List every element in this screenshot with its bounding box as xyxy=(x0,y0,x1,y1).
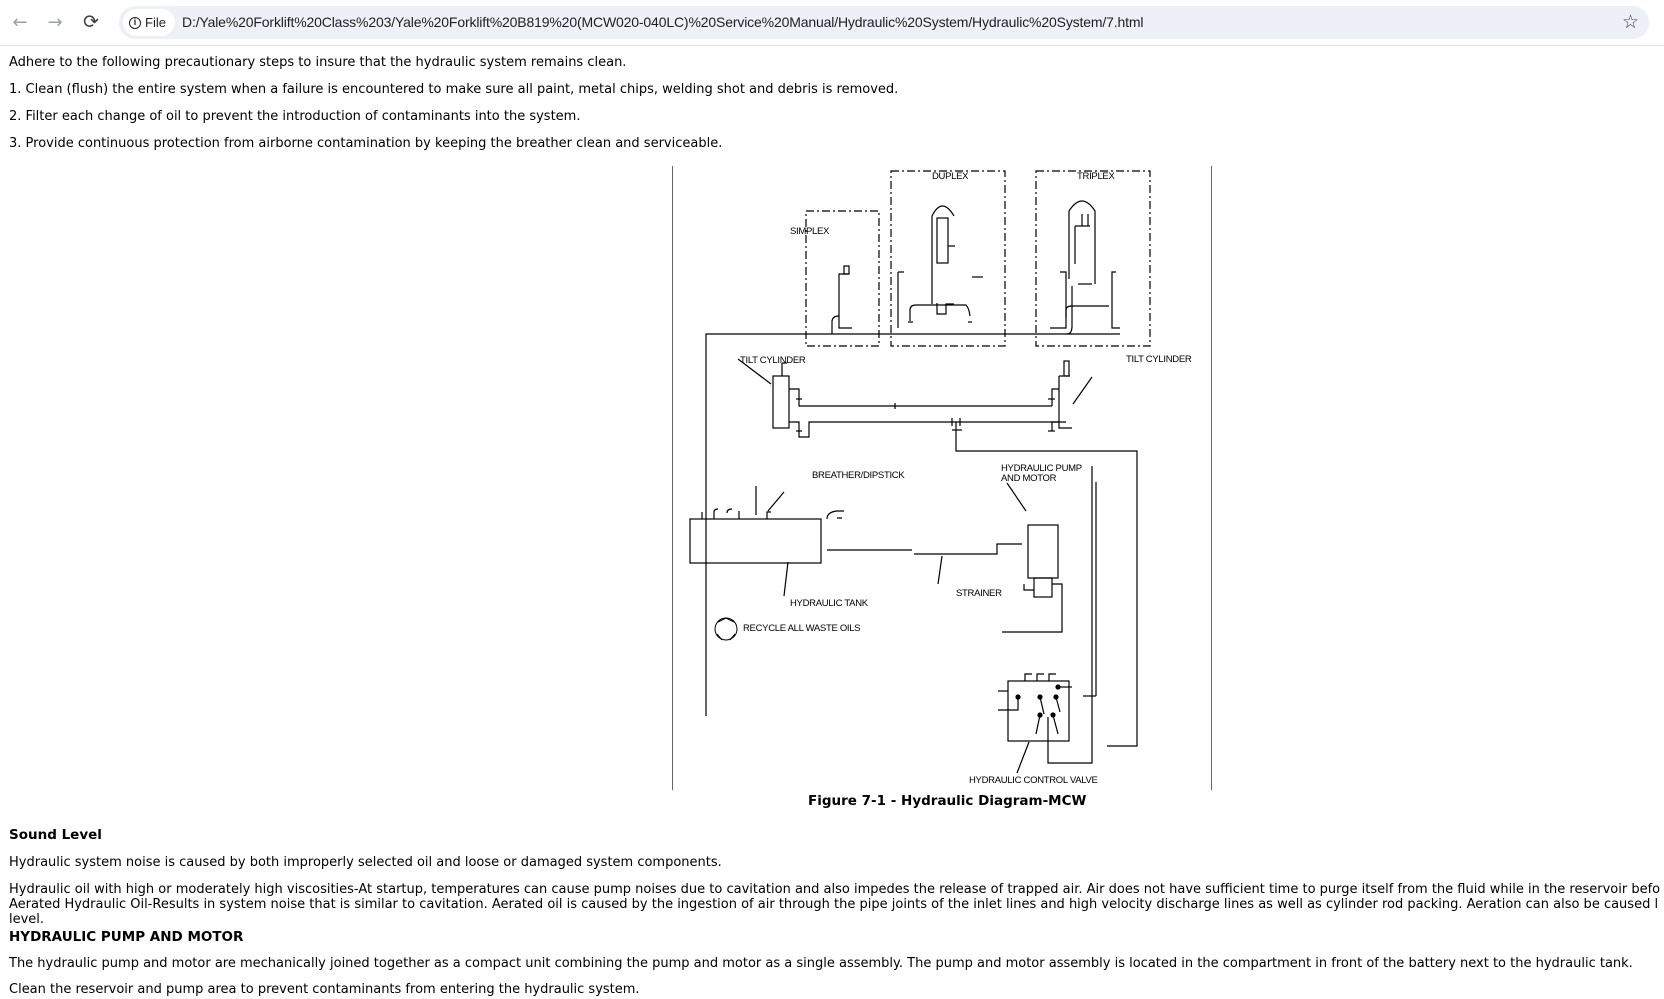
address-bar[interactable]: i File D:/Yale%20Forklift%20Class%203/Ya… xyxy=(119,6,1649,39)
label-breather-dipstick: BREATHER/DIPSTICK xyxy=(812,470,905,481)
intro-lead: Adhere to the following precautionary st… xyxy=(9,55,627,70)
label-triplex: TRIPLEX xyxy=(1077,171,1115,182)
hydraulic-diagram-drawing xyxy=(672,166,1212,790)
bookmark-star-icon[interactable]: ☆ xyxy=(1621,11,1639,33)
duplex-mast xyxy=(897,205,983,328)
label-hydraulic-tank: HYDRAULIC TANK xyxy=(790,598,868,609)
recycle-icon xyxy=(714,617,738,641)
label-hydraulic-pump-line1: HYDRAULIC PUMP xyxy=(1001,463,1082,474)
sound-level-p1: Hydraulic system noise is caused by both… xyxy=(9,855,722,870)
forward-arrow-icon: → xyxy=(47,11,63,33)
sound-level-p2-line2: Aerated Hydraulic Oil-Results in system … xyxy=(9,897,1659,912)
label-duplex: DUPLEX xyxy=(932,171,969,182)
intro-step-1: 1. Clean (flush) the entire system when … xyxy=(9,82,899,97)
hydraulic-tank xyxy=(689,518,822,564)
back-arrow-icon: ← xyxy=(12,11,28,33)
site-chip-label: File xyxy=(145,15,166,30)
label-recycle: RECYCLE ALL WASTE OILS xyxy=(743,623,861,634)
triplex-box xyxy=(1035,170,1151,347)
label-control-valve: HYDRAULIC CONTROL VALVE xyxy=(969,775,1098,786)
label-tilt-cylinder-right: TILT CYLINDER xyxy=(1126,354,1192,365)
simplex-box xyxy=(805,210,880,347)
heading-pump-motor: HYDRAULIC PUMP AND MOTOR xyxy=(9,929,244,945)
sound-level-p2-line3: level. xyxy=(9,912,45,927)
tilt-cylinder-left xyxy=(737,358,1066,438)
site-info-chip[interactable]: i File xyxy=(123,9,175,36)
url-text[interactable]: D:/Yale%20Forklift%20Class%203/Yale%20Fo… xyxy=(182,14,1144,30)
reload-button[interactable]: ⟳ xyxy=(79,10,103,34)
suction-line-2 xyxy=(914,543,1022,555)
supply-line xyxy=(955,422,1138,747)
intro-step-2: 2. Filter each change of oil to prevent … xyxy=(9,109,581,124)
info-icon: i xyxy=(129,16,141,29)
triplex-mast xyxy=(1050,200,1120,335)
label-strainer: STRAINER xyxy=(956,588,1002,599)
reload-icon: ⟳ xyxy=(83,11,99,33)
sound-level-p2-line1: Hydraulic oil with high or moderately hi… xyxy=(9,882,1661,897)
forward-button[interactable]: → xyxy=(43,10,67,34)
pump-rect xyxy=(1027,524,1059,579)
motor-rect xyxy=(1033,577,1053,598)
label-simplex: SIMPLEX xyxy=(790,226,830,237)
back-button[interactable]: ← xyxy=(8,10,32,34)
simplex-mast xyxy=(831,265,852,334)
figure-caption: Figure 7-1 - Hydraulic Diagram-MCW xyxy=(808,793,1087,809)
pump-motor-p2: Clean the reservoir and pump area to pre… xyxy=(9,982,640,997)
pump-motor-p1: The hydraulic pump and motor are mechani… xyxy=(9,956,1633,971)
heading-sound-level: Sound Level xyxy=(9,827,102,843)
main-return-line xyxy=(705,333,1120,716)
tilt-cylinder-right xyxy=(1048,360,1093,432)
hydraulic-diagram: SIMPLEX DUPLEX TRIPLEX TILT CYLINDER TIL… xyxy=(672,166,1212,790)
intro-step-3: 3. Provide continuous protection from ai… xyxy=(9,136,723,151)
return-line-right xyxy=(1047,466,1093,764)
browser-toolbar: ← → ⟳ i File D:/Yale%20Forklift%20Class%… xyxy=(0,0,1664,46)
label-tilt-cylinder-left: TILT CYLINDER xyxy=(740,355,806,366)
control-valve xyxy=(1007,680,1070,742)
label-hydraulic-pump-line2: AND MOTOR xyxy=(1001,473,1057,484)
